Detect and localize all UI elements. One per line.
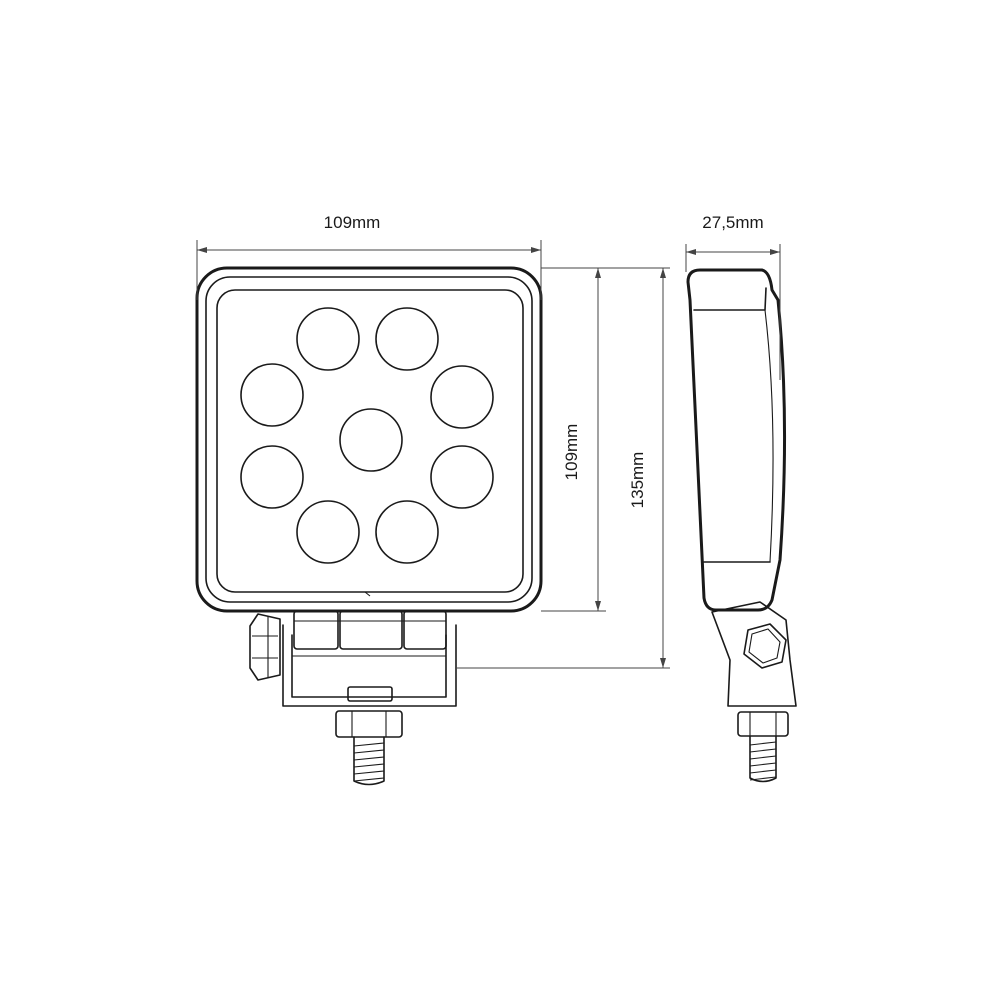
led-3 [240,363,304,427]
led-7 [430,445,494,509]
led-9 [375,500,439,564]
housing-outer [195,266,543,613]
threaded-stud [353,736,385,786]
width-label: 109mm [324,213,381,232]
led-8 [296,500,360,564]
front-view [195,266,543,786]
depth-label: 27,5mm [702,213,763,232]
led-4 [430,365,494,429]
led-1 [296,307,360,371]
led-array [240,307,494,564]
dimension-depth: 27,5mm [685,213,781,380]
lens-face [216,289,524,593]
led-6 [240,445,304,509]
dimension-housing-height: 109mm [541,267,606,612]
hex-nut-side [743,623,787,669]
mounting-bracket-front [249,610,457,786]
led-5 [339,408,403,472]
threaded-stud-side [749,735,777,783]
dimension-width: 109mm [196,213,542,300]
housing-bevel [205,276,533,603]
dimension-total-height: 135mm [456,267,670,669]
side-housing [686,268,787,612]
led-2 [375,307,439,371]
side-view [686,268,797,783]
housing-height-label: 109mm [562,424,581,481]
total-height-label: 135mm [628,452,647,509]
